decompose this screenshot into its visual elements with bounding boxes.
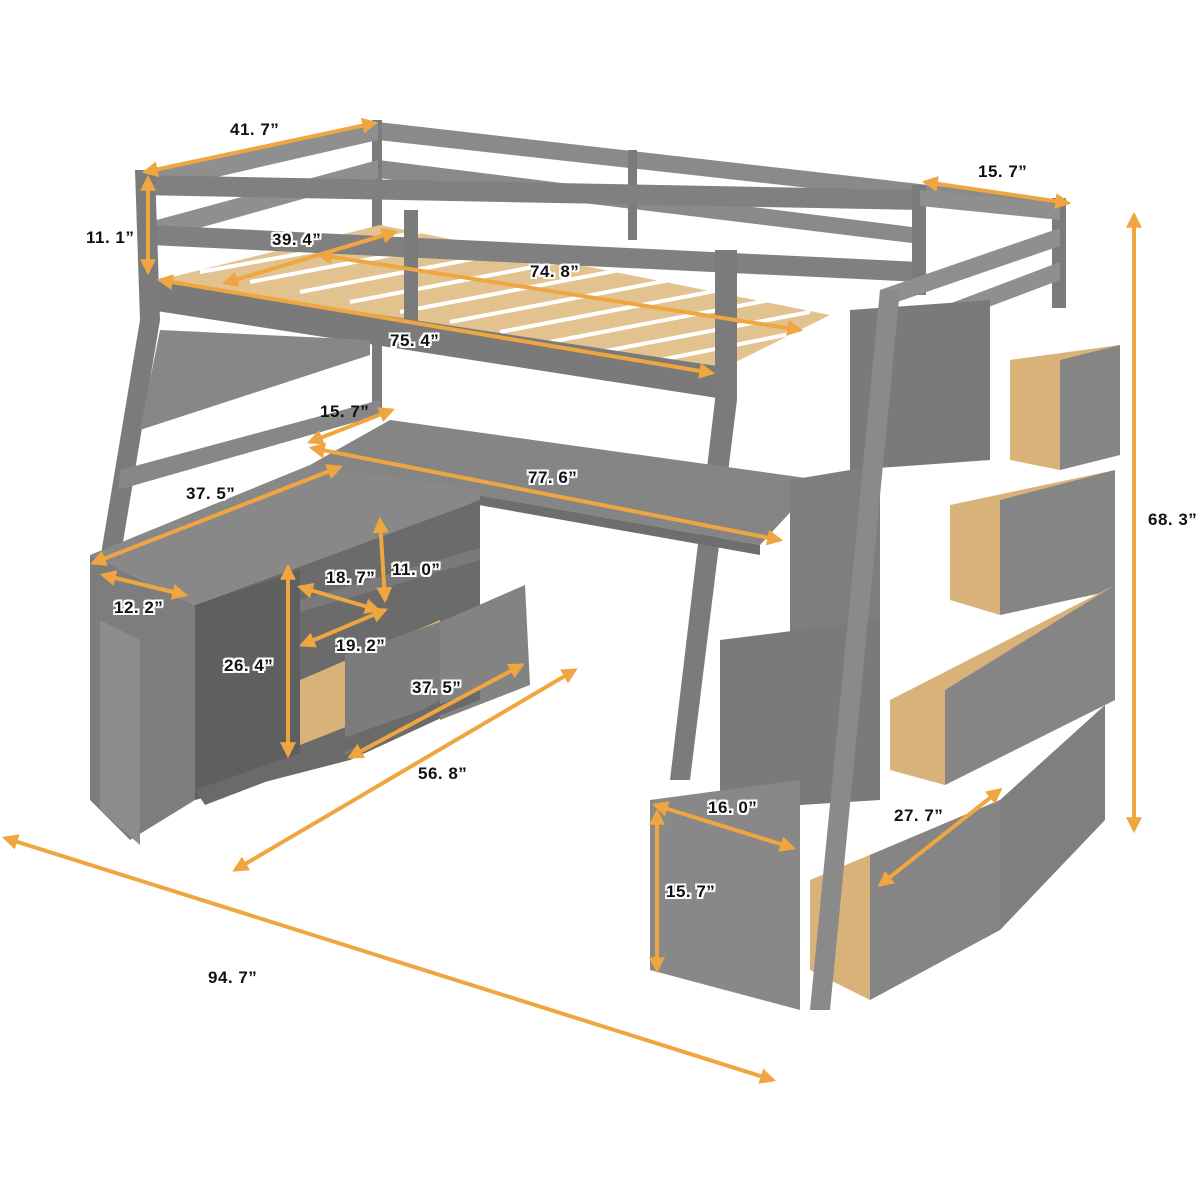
dim-guardrail-height: 11. 1”	[86, 228, 135, 247]
dim-top-rail-width: 15. 7”	[978, 162, 1028, 181]
dim-shelf-width: 18. 7”	[326, 568, 376, 587]
dim-stair-drawer-length: 27. 7”	[894, 806, 944, 825]
storage-cabinet	[90, 465, 530, 845]
dim-desk-unit-length: 56. 8”	[418, 764, 468, 783]
dim-bed-width: 41. 7”	[230, 120, 280, 139]
dim-mattress-length: 74. 8”	[530, 262, 580, 281]
dim-drawer-pair-length: 37. 5”	[412, 678, 462, 697]
dim-cabinet-height: 26. 4”	[224, 656, 274, 675]
dim-desk-depth: 15. 7”	[320, 402, 370, 421]
dim-step-height: 15. 7”	[666, 882, 716, 901]
dim-mattress-width: 39. 4”	[272, 230, 322, 249]
dim-cabinet-length: 37. 5”	[186, 484, 236, 503]
dim-total-height: 68. 3”	[1148, 510, 1198, 529]
dim-bed-length: 75. 4”	[390, 331, 440, 350]
dim-drawer-width: 19. 2”	[336, 636, 386, 655]
dim-step-depth: 16. 0”	[708, 798, 758, 817]
dim-desk-length: 77. 6”	[528, 468, 578, 487]
dimension-arrows	[1, 117, 1142, 1084]
dim-overall-length: 94. 7”	[208, 968, 258, 987]
dim-cabinet-depth: 12. 2”	[114, 598, 164, 617]
dim-shelf-height: 11. 0”	[392, 560, 441, 579]
